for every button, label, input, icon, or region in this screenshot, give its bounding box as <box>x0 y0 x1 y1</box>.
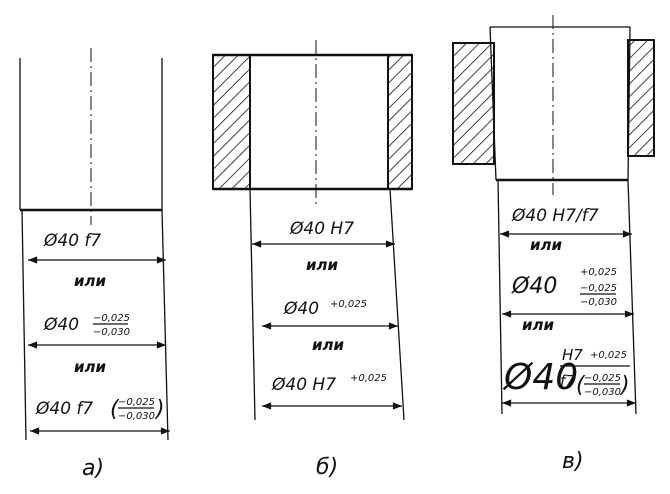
combo-shaft-lower-c: −0,030 <box>584 387 621 398</box>
combo-lower-a: −0,030 <box>118 411 155 422</box>
panel-c: Ø40 H7/f7 или Ø40 +0,025 −0,025 −0,030 и… <box>452 15 655 474</box>
combo-upper-b: +0,025 <box>350 373 387 384</box>
or-label-b-1: или <box>306 256 338 274</box>
assembly-c <box>452 15 655 195</box>
combo-hole-c: H7 <box>562 346 583 364</box>
dim-fit-b: Ø40 H7 <box>289 219 354 239</box>
or-label-a-1: или <box>74 272 106 290</box>
dev-lower-a: −0,030 <box>93 327 130 338</box>
panel-a: Ø40 f7 или Ø40 −0,025 −0,030 или Ø40 f7 … <box>19 48 170 481</box>
dim-fit-a: Ø40 f7 <box>43 231 101 251</box>
or-label-c-2: или <box>522 316 554 334</box>
extension-line-left-b <box>249 188 256 421</box>
dim-fit-c: Ø40 H7/f7 <box>511 206 599 226</box>
combo-upper-a: −0,025 <box>118 397 155 408</box>
extension-line-right-a <box>161 209 169 441</box>
dim-combo-base-a: Ø40 f7 <box>35 399 93 419</box>
caption-a: а) <box>82 456 104 481</box>
dim-dev-base-a: Ø40 <box>43 315 79 335</box>
combo-hole-dev-c: +0,025 <box>590 350 627 361</box>
dev-shaft-lower-c: −0,030 <box>580 297 617 308</box>
panel-b: Ø40 H7 или Ø40 +0,025 или Ø40 H7 +0,025 … <box>212 40 413 480</box>
dev-upper-b: +0,025 <box>330 299 367 310</box>
combo-shaft-c: f7 <box>560 372 575 390</box>
paren-open-c: ( <box>576 373 586 398</box>
extension-line-left-a <box>21 209 27 441</box>
wall-left-b <box>212 54 251 190</box>
combo-base-c: Ø40 <box>502 357 578 398</box>
paren-close-a: ) <box>154 397 165 422</box>
bushing-b <box>212 40 413 205</box>
dim-dev-base-c: Ø40 <box>511 274 557 299</box>
hub-wall-right-c <box>627 39 655 157</box>
or-label-c-1: или <box>530 236 562 254</box>
paren-open-a: ( <box>110 397 120 422</box>
or-label-b-2: или <box>312 336 344 354</box>
or-label-a-2: или <box>74 358 106 376</box>
wall-right-b <box>387 54 413 190</box>
extension-line-right-c <box>627 179 637 415</box>
caption-c: в) <box>562 449 584 474</box>
combo-shaft-upper-c: −0,025 <box>584 373 621 384</box>
dev-upper-a: −0,025 <box>93 313 130 324</box>
dim-combo-base-b: Ø40 H7 <box>271 375 336 395</box>
extension-line-right-b <box>389 188 405 421</box>
extension-line-left-c <box>497 179 503 415</box>
dev-hole-upper-c: +0,025 <box>580 267 617 278</box>
dim-dev-base-b: Ø40 <box>283 299 319 319</box>
caption-b: б) <box>316 455 338 480</box>
paren-close-c: ) <box>619 373 630 398</box>
hub-wall-left-c <box>452 42 495 165</box>
shaft-a <box>19 48 163 225</box>
dev-shaft-upper-c: −0,025 <box>580 283 617 294</box>
